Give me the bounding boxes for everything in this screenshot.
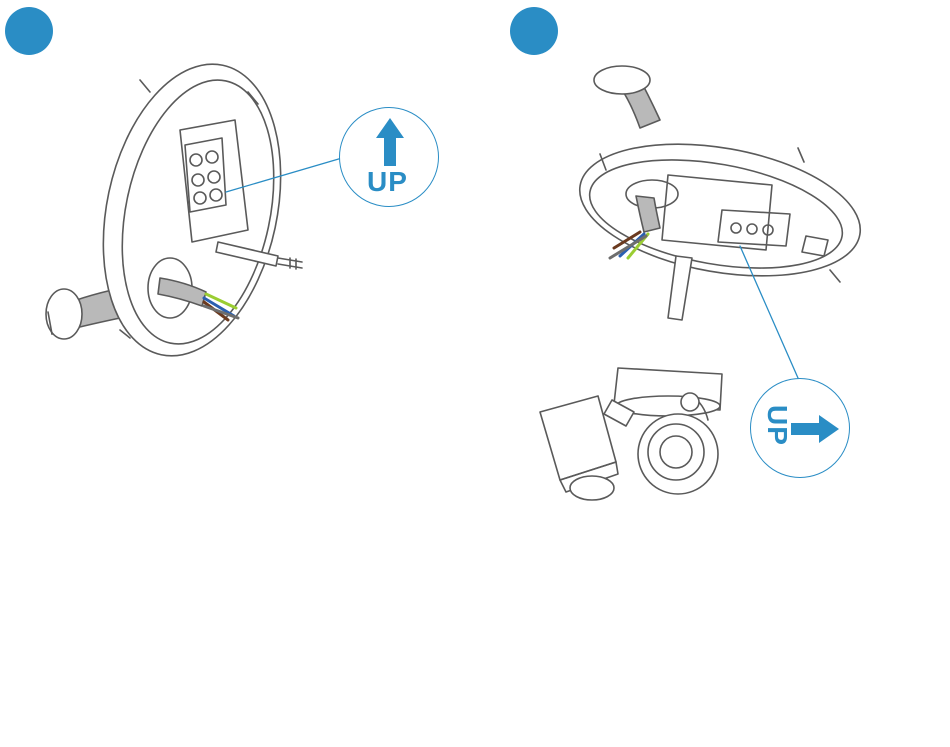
step-1-mounting-plate — [46, 48, 306, 373]
step-2-badge — [510, 7, 558, 55]
step-1-up-callout: UP — [339, 107, 439, 207]
step-2-up-callout: UP — [750, 378, 850, 478]
step-1-up-label: UP — [367, 166, 408, 198]
step-1-badge — [5, 7, 53, 55]
floodlight-camera-unit — [540, 368, 722, 500]
step-2-mounting-plate — [569, 66, 870, 320]
step-2-up-label: UP — [761, 405, 793, 446]
